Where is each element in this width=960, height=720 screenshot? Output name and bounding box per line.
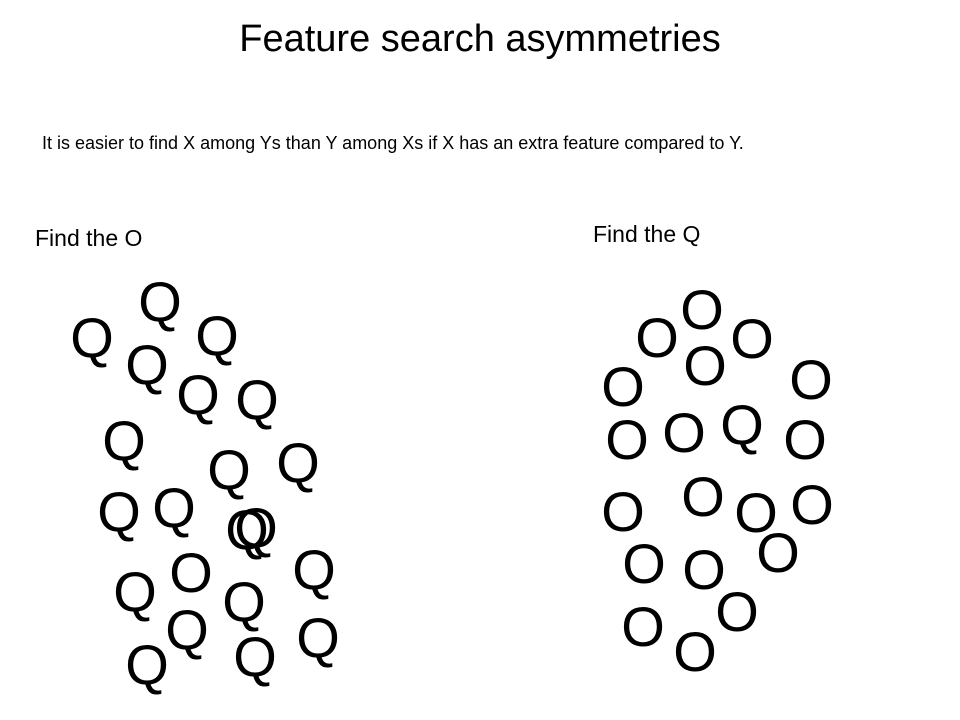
left-letter-11: Q xyxy=(234,496,278,559)
left-letter-12: Q xyxy=(292,538,336,601)
left-letter-14: O xyxy=(169,541,213,604)
left-letter-6: Q xyxy=(102,409,146,472)
left-letter-18: Q xyxy=(233,625,277,688)
left-letter-1: Q xyxy=(70,306,114,369)
right-letter-8: Q xyxy=(720,393,764,456)
right-letter-10: O xyxy=(601,480,645,543)
right-letter-12: O xyxy=(734,481,778,544)
left-letter-19: Q xyxy=(296,606,340,669)
right-letter-9: O xyxy=(783,408,827,471)
right-letter-13: O xyxy=(790,473,834,536)
right-letter-16: O xyxy=(756,521,800,584)
right-letter-17: O xyxy=(621,595,665,658)
panel-label-find-q: Find the Q xyxy=(593,221,701,247)
right-letter-15: O xyxy=(682,538,726,601)
subtitle-text: It is easier to find X among Ys than Y a… xyxy=(42,133,744,153)
right-letter-18: O xyxy=(715,580,759,643)
right-letter-19: O xyxy=(673,620,717,683)
left-letter-5: Q xyxy=(235,368,279,431)
right-letter-2: O xyxy=(730,307,774,370)
right-letter-14: O xyxy=(622,532,666,595)
right-letter-3: O xyxy=(683,334,727,397)
left-letter-4: Q xyxy=(176,363,220,426)
right-letter-4: O xyxy=(601,355,645,418)
left-letter-17: Q xyxy=(125,633,169,696)
right-letter-7: O xyxy=(662,401,706,464)
left-letter-15: Q xyxy=(222,570,266,633)
left-letter-0: Q xyxy=(138,270,182,333)
right-letter-0: O xyxy=(680,278,724,341)
left-letter-20: Q xyxy=(225,498,269,561)
left-letter-16: Q xyxy=(165,598,209,661)
panel-label-find-o: Find the O xyxy=(35,225,143,251)
left-letter-2: Q xyxy=(195,304,239,367)
right-letter-11: O xyxy=(681,465,725,528)
left-letter-13: Q xyxy=(113,560,157,623)
left-letter-10: Q xyxy=(152,476,196,539)
left-letter-8: Q xyxy=(276,431,320,494)
right-letter-6: O xyxy=(605,408,649,471)
left-letter-9: Q xyxy=(97,480,141,543)
left-letter-3: Q xyxy=(125,333,169,396)
left-letter-7: Q xyxy=(207,438,251,501)
page-title: Feature search asymmetries xyxy=(239,18,721,60)
right-letter-5: O xyxy=(789,348,833,411)
right-letter-1: O xyxy=(635,306,679,369)
